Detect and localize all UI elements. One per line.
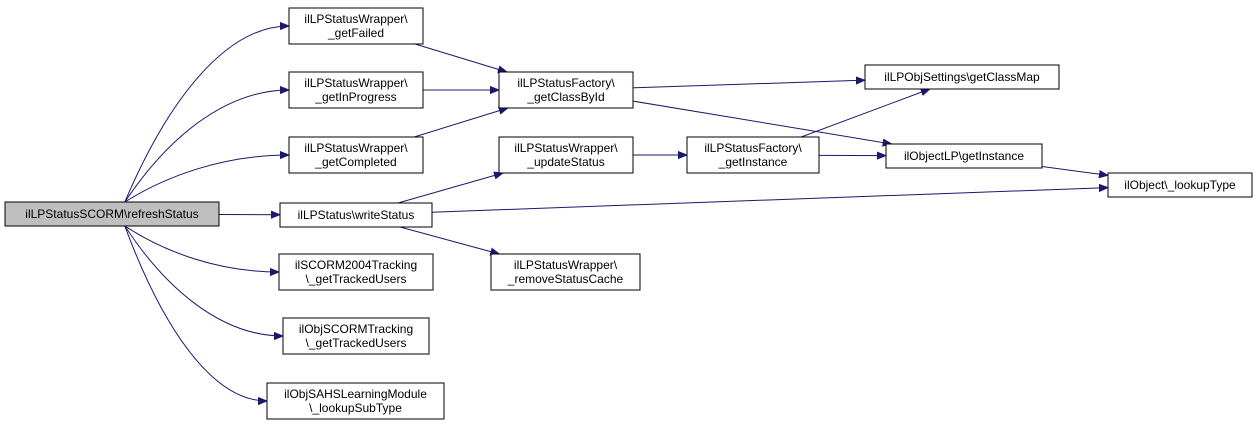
edges-layer — [124, 26, 1108, 401]
node-label: _removeStatusCache — [507, 272, 624, 286]
node-box — [278, 253, 434, 291]
node-box — [864, 64, 1060, 90]
edge-writeStatus-to-lookupType — [431, 188, 1108, 213]
node-objectLP[interactable]: ilObjectLP\getInstance — [885, 143, 1043, 169]
edge-getFailed-to-getClassById — [414, 43, 507, 72]
node-box — [266, 382, 445, 420]
edge-root-to-sahs — [124, 225, 267, 401]
node-label: \_getTrackedUsers — [306, 336, 407, 350]
node-label: ilObject\_lookupType — [1124, 178, 1236, 192]
node-getClassById[interactable]: ilLPStatusFactory\_getClassById — [498, 71, 634, 109]
node-label: ilLPStatusWrapper\ — [514, 141, 618, 155]
edge-getClassById-to-objectLP — [632, 100, 892, 144]
node-label: ilLPStatusWrapper\ — [304, 141, 408, 155]
edge-objectLP-to-lookupType — [1041, 165, 1108, 175]
node-box — [885, 143, 1043, 169]
node-updateStatus[interactable]: ilLPStatusWrapper\_updateStatus — [498, 136, 634, 174]
node-getInProgress[interactable]: ilLPStatusWrapper\_getInProgress — [288, 71, 424, 109]
node-box — [279, 202, 433, 228]
node-label: ilLPStatusWrapper\ — [304, 12, 408, 26]
node-label: _getInProgress — [314, 90, 396, 104]
node-label: _updateStatus — [526, 155, 604, 169]
node-box — [498, 71, 634, 109]
edge-root-to-getInProgress — [124, 90, 289, 203]
node-getCompleted[interactable]: ilLPStatusWrapper\_getCompleted — [288, 136, 424, 174]
node-label: ilLPObjSettings\getClassMap — [884, 70, 1040, 84]
node-root[interactable]: ilLPStatusSCORM\refreshStatus — [4, 201, 220, 227]
node-label: _getFailed — [327, 26, 384, 40]
nodes-layer: ilLPStatusSCORM\refreshStatus ilLPStatusW… — [4, 7, 1253, 420]
node-box — [282, 317, 430, 355]
edge-root-to-getFailed — [124, 26, 289, 203]
node-label: ilObjSAHSLearningModule — [284, 387, 427, 401]
node-box — [4, 201, 220, 227]
edge-writeStatus-to-removeCache — [399, 226, 499, 254]
node-box — [686, 136, 820, 174]
edge-root-to-objScorm — [124, 225, 283, 336]
node-box — [498, 136, 634, 174]
node-label: _getClassById — [526, 90, 604, 104]
node-removeCache[interactable]: ilLPStatusWrapper\_removeStatusCache — [490, 253, 641, 291]
edge-getClassById-to-getClassMap — [632, 80, 865, 89]
node-box — [288, 136, 424, 174]
node-box — [288, 71, 424, 109]
node-lookupType[interactable]: ilObject\_lookupType — [1107, 172, 1253, 198]
edge-root-to-getCompleted — [124, 155, 289, 203]
node-label: \_lookupSubType — [309, 401, 402, 415]
node-label: ilLPStatusFactory\ — [517, 76, 615, 90]
node-getFailed[interactable]: ilLPStatusWrapper\_getFailed — [288, 7, 424, 45]
node-label: ilLPStatusSCORM\refreshStatus — [25, 207, 198, 221]
edge-getInstanceFactory-to-getClassMap — [801, 89, 930, 138]
node-getClassMap[interactable]: ilLPObjSettings\getClassMap — [864, 64, 1060, 90]
node-label: ilSCORM2004Tracking — [295, 258, 417, 272]
node-writeStatus[interactable]: ilLPStatus\writeStatus — [279, 202, 433, 228]
node-box — [1107, 172, 1253, 198]
node-scorm2004[interactable]: ilSCORM2004Tracking\_getTrackedUsers — [278, 253, 434, 291]
node-label: ilLPStatusFactory\ — [704, 141, 802, 155]
node-box — [288, 7, 424, 45]
node-label: ilLPStatus\writeStatus — [298, 208, 415, 222]
node-label: _getInstance — [718, 155, 788, 169]
node-label: ilObjectLP\getInstance — [904, 149, 1024, 163]
node-label: ilObjSCORMTracking — [299, 322, 413, 336]
node-label: ilLPStatusWrapper\ — [514, 258, 618, 272]
node-getInstanceFactory[interactable]: ilLPStatusFactory\_getInstance — [686, 136, 820, 174]
edge-writeStatus-to-updateStatus — [397, 173, 503, 204]
node-sahs[interactable]: ilObjSAHSLearningModule\_lookupSubType — [266, 382, 445, 420]
node-label: _getCompleted — [314, 155, 396, 169]
node-box — [490, 253, 641, 291]
node-objScorm[interactable]: ilObjSCORMTracking\_getTrackedUsers — [282, 317, 430, 355]
edge-root-to-scorm2004 — [124, 225, 279, 272]
edge-getCompleted-to-getClassById — [414, 108, 508, 138]
node-label: \_getTrackedUsers — [306, 272, 407, 286]
node-label: ilLPStatusWrapper\ — [304, 76, 408, 90]
